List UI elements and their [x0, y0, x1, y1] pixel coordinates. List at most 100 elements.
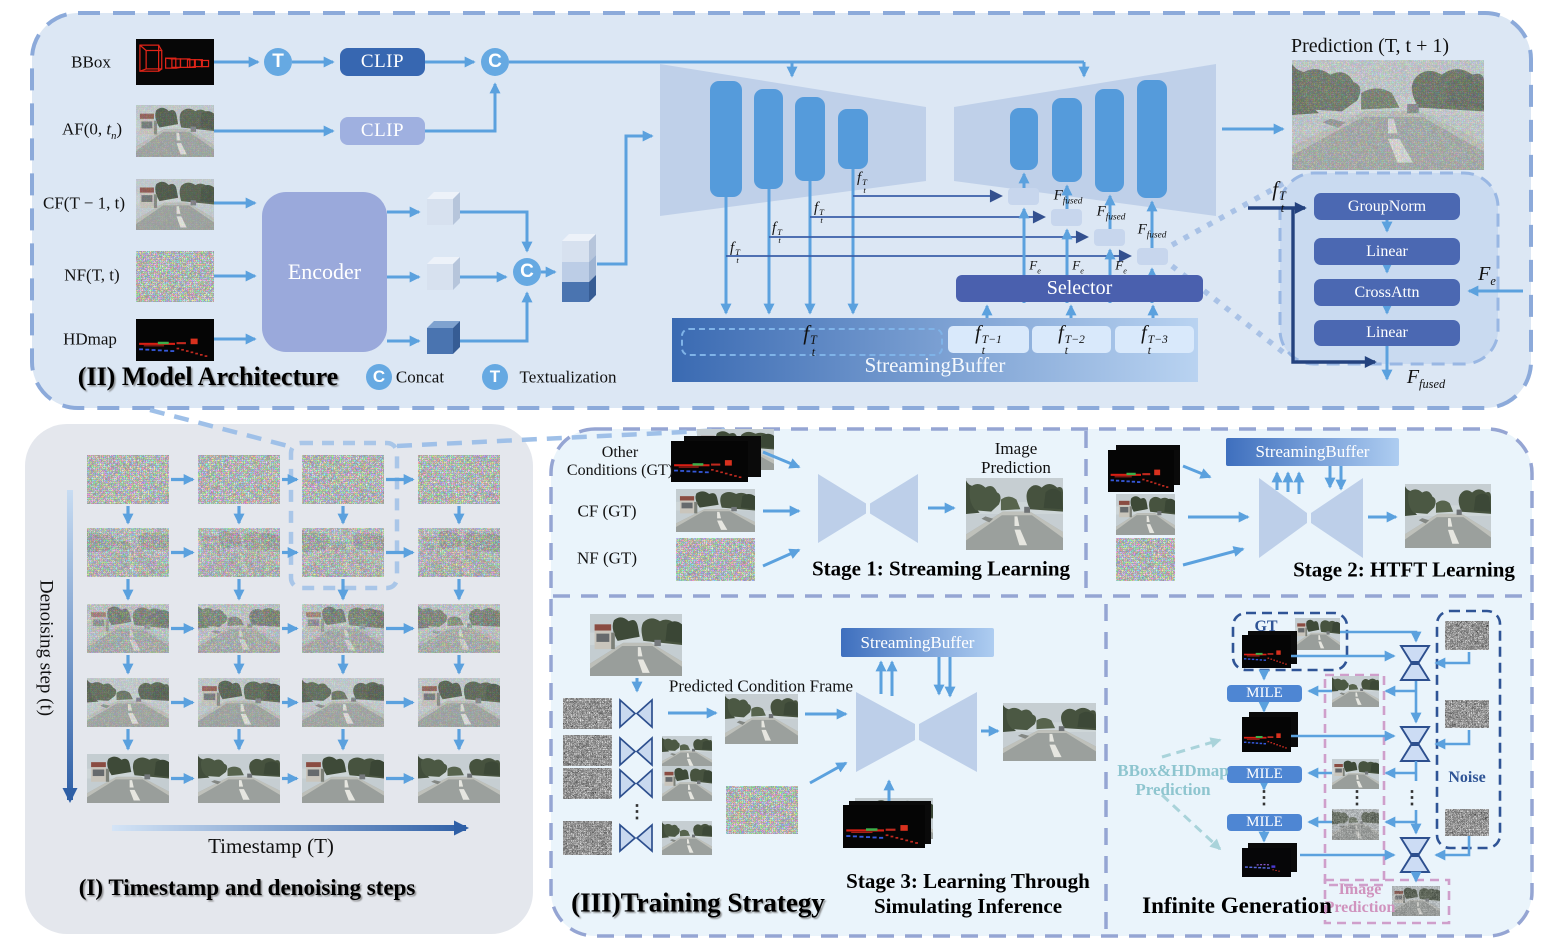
buffer-empty-slot	[681, 328, 943, 356]
grid-cell-r3-c2	[198, 604, 280, 653]
stage3-thumbnails	[563, 614, 1096, 855]
selector-box: Selector	[956, 275, 1203, 302]
textualization-circle: T	[264, 48, 292, 76]
timeline-axes	[62, 490, 469, 836]
decoder-bar-4	[1137, 80, 1167, 198]
grid-cell-r3-c1	[87, 604, 169, 653]
encoder-bar-2	[754, 89, 783, 189]
stage1-unet-left	[818, 474, 866, 543]
legend-concat-circle: C	[366, 364, 392, 390]
stage3-dots: ⋮	[628, 801, 646, 822]
grid-cell-r5-c4	[418, 754, 500, 803]
ffused-label-3: Ffused	[1137, 221, 1167, 241]
grid-cell-r2-c3	[302, 528, 384, 577]
timeline-title: (I) Timestamp and denoising steps	[78, 875, 416, 900]
bbox-image	[136, 39, 214, 85]
hdmap-image	[136, 319, 214, 361]
clip-box-bottom: CLIP	[340, 117, 425, 145]
encoder-bar-1	[710, 81, 742, 197]
prediction-image	[1292, 60, 1484, 170]
cube-dark	[427, 321, 460, 354]
cube-light-2	[427, 257, 460, 290]
grid-cell-r1-c1	[87, 455, 169, 504]
infinite-dots-images: ⋮	[1348, 787, 1366, 808]
stage3-predicted-label: Predicted Condition Frame	[668, 676, 854, 696]
nf-image	[136, 251, 214, 302]
fe-label-3: Fe	[1115, 257, 1127, 276]
grid-cell-r4-c1	[87, 678, 169, 727]
stage1-title: Stage 1: Streaming Learning	[811, 556, 1071, 581]
stage3-title: Stage 3: Learning Through Simulating Inf…	[846, 869, 1090, 918]
detail-zoom-dotted-lines	[1170, 178, 1290, 359]
decoder-bar-3	[1095, 89, 1124, 192]
detail-linear2: Linear	[1314, 320, 1460, 346]
grid-cell-r1-c3	[302, 455, 384, 504]
arch-input-thumbnails	[136, 39, 214, 361]
grid-cell-r4-c4	[418, 678, 500, 727]
ffused-label-1: Ffused	[1053, 187, 1083, 207]
stage1-arrows	[762, 450, 956, 568]
mile-box-1: MILE	[1227, 685, 1302, 702]
skip-horizontal-lines	[726, 189, 1132, 263]
detail-groupnorm: GroupNorm	[1314, 193, 1460, 220]
zoom-connector-right	[396, 427, 726, 449]
gt-label: GT	[1254, 618, 1278, 636]
bbox-label: BBox	[71, 52, 111, 72]
stage1-other-label: Other Conditions (GT)	[566, 444, 674, 479]
detail-ffused-label: Ffused	[1406, 366, 1446, 392]
mile-box-2: MILE	[1227, 766, 1302, 783]
decoder-bar-2	[1052, 98, 1082, 182]
unet-bars	[710, 80, 1167, 198]
stage2-unet-right	[1311, 478, 1363, 558]
fusion-boxes	[1008, 188, 1168, 265]
clip-box-top: CLIP	[340, 48, 425, 76]
grid-cell-r1-c2	[198, 455, 280, 504]
training-title: (III)Training Strategy	[571, 887, 825, 918]
nf-label: NF(T, t)	[64, 265, 120, 285]
detail-fe-label: Fe	[1478, 263, 1496, 289]
decoder-bar-1	[1010, 108, 1038, 170]
grid-cell-r5-c1	[87, 754, 169, 803]
cf-label: CF(T − 1, t)	[42, 193, 126, 213]
stage2-buffer: StreamingBuffer	[1226, 438, 1399, 466]
stage3-buffer: StreamingBuffer	[841, 628, 994, 657]
legend-concat-label: Concat	[395, 367, 445, 387]
cf-image-noise	[136, 179, 214, 230]
noise-label: Noise	[1448, 769, 1486, 787]
detail-crossattn: CrossAttn	[1314, 279, 1460, 306]
stage1-nf-label: NF (GT)	[577, 548, 637, 568]
stage2-thumbnails	[1108, 445, 1491, 581]
timeline-y-axis-label: Denoising step (t)	[35, 579, 57, 717]
grid-cell-r2-c1	[87, 528, 169, 577]
stage3-unet-left	[856, 692, 915, 772]
af-label: AF(0, tn)	[61, 119, 123, 142]
encoder-box: Encoder	[262, 192, 387, 352]
image-prediction-label: Image Prediction	[1324, 881, 1396, 916]
fe-label-1: Fe	[1029, 257, 1041, 276]
grid-highlight-box	[288, 440, 400, 591]
hdmap-label: HDmap	[63, 329, 117, 349]
stage3-unet-right	[919, 692, 977, 772]
legend-textualization-circle: T	[482, 364, 508, 390]
mile-box-3: MILE	[1227, 814, 1302, 831]
infinite-dots-mile: ⋮	[1255, 787, 1273, 808]
grid-cell-r1-c4	[418, 455, 500, 504]
legend-textualization-label: Textualization	[519, 367, 617, 387]
timeline-x-axis-label: Timestamp (T)	[208, 834, 334, 859]
stage1-thumbnails	[671, 429, 1063, 581]
stage1-unet-right	[870, 474, 918, 543]
stage2-arrows	[1182, 464, 1398, 567]
concat-circle-features: C	[513, 258, 541, 286]
bbox-prediction-dashed-arrows	[1160, 737, 1222, 851]
concat-circle-top: C	[481, 48, 509, 76]
unet	[660, 64, 1216, 216]
stage3-mini-unets	[619, 698, 653, 853]
